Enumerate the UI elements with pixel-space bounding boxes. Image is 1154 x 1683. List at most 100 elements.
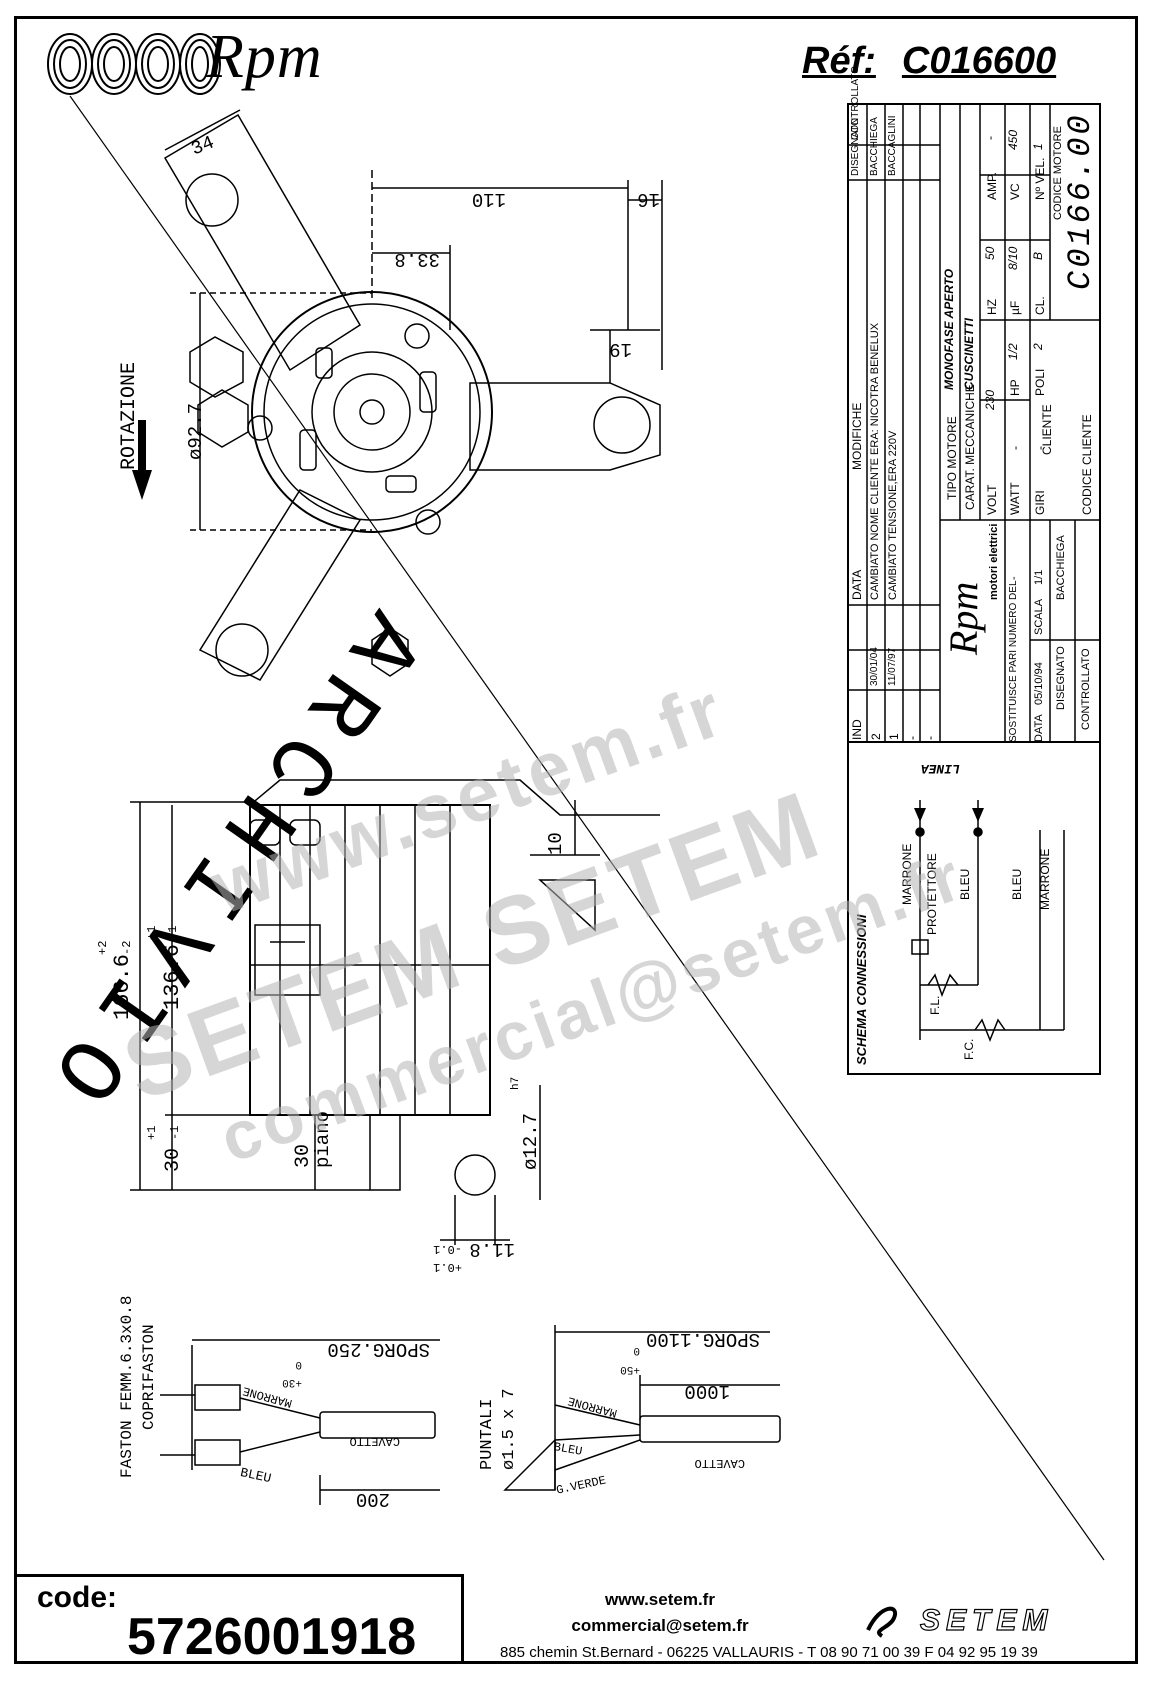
rev1-date: 11/07/97 xyxy=(887,647,898,686)
dim-30-tol-minus: -1 xyxy=(168,1125,182,1140)
dim-shaft: ø12.7 xyxy=(520,1112,542,1170)
contact-email[interactable]: commercial@setem.fr xyxy=(571,1616,749,1635)
data-val: 05/10/94 xyxy=(1033,662,1045,705)
dim-30-tol-plus: +1 xyxy=(145,1125,159,1140)
codice-cliente-label: CODICE CLIENTE xyxy=(1080,414,1094,515)
vc: 450 xyxy=(1006,129,1020,150)
codice-motore: C0166.00 xyxy=(1062,112,1099,290)
schema-marrone-2: MARRONE xyxy=(1038,848,1052,910)
disegnato-label: DISEGNATO xyxy=(1055,646,1067,710)
dim-19: 19 xyxy=(609,338,632,360)
rev2-text: CAMBIATO NOME CLIENTE ERA: NICOTRA BENEL… xyxy=(869,322,881,600)
nvel: 1 xyxy=(1031,143,1045,150)
contact-web[interactable]: www.setem.fr xyxy=(605,1590,715,1609)
poli: 2 xyxy=(1031,343,1045,350)
sporg-1100-tol: +50 xyxy=(620,1363,640,1375)
sporg-250-zero: 0 xyxy=(295,1358,302,1370)
setem-logo-text: SETEM xyxy=(920,1604,1053,1637)
address-line: 885 chemin St.Bernard - 06225 VALLAURIS … xyxy=(500,1644,1038,1661)
hz: 50 xyxy=(983,246,997,260)
poli-label: POLI xyxy=(1033,368,1047,396)
dim-33-8: 33.8 xyxy=(394,248,440,270)
rev0-ind: - xyxy=(905,736,919,740)
data-label: DATA xyxy=(1033,714,1045,742)
rev2-ind: 2 xyxy=(869,733,883,740)
sporg-1100: SPORG.1100 xyxy=(645,1328,760,1350)
rev-blank: - xyxy=(923,736,937,740)
watt-label: WATT xyxy=(1008,482,1022,515)
schema-bleu-2: BLEU xyxy=(1010,868,1024,900)
uf-label: µF xyxy=(1008,300,1022,315)
cliente-label: CLIENTE xyxy=(1040,404,1054,455)
hz-label: HZ xyxy=(985,299,999,315)
contact-block: www.setem.fr commercial@setem.fr xyxy=(540,1590,780,1636)
rev1-ind: 1 xyxy=(887,733,901,740)
tb-hdr-ctrl: CONTROLLATO xyxy=(850,65,861,140)
hp: 1/2 xyxy=(1006,343,1020,360)
brand-name: Rpm xyxy=(206,23,323,91)
rev1-sign: BACCAGLINI xyxy=(887,115,898,176)
dim-11-8: 11.8 xyxy=(469,1238,515,1260)
cl: B xyxy=(1031,251,1045,260)
vc-label: VC xyxy=(1008,183,1022,200)
schema-fc: F.C. xyxy=(962,1038,976,1060)
code-value: 5726001918 xyxy=(127,1608,417,1666)
disegnato-val: BACCHIEGA xyxy=(1055,535,1067,600)
faston-title: FASTON FEMM.6.3x0.8 xyxy=(118,1295,136,1478)
sporg-250: SPORG.250 xyxy=(327,1338,430,1360)
dim-30: 30 xyxy=(162,1147,185,1172)
tb-hdr-ind: IND xyxy=(850,719,864,740)
left-length: 200 xyxy=(355,1488,390,1510)
sostituisce-val: - xyxy=(1008,576,1020,580)
nvel-label: Nº VEL. xyxy=(1033,157,1047,200)
sporg-250-tol: +30 xyxy=(282,1376,302,1388)
amp: - xyxy=(983,136,997,140)
watt: - xyxy=(1008,446,1022,450)
dim-diameter: ø92.7 xyxy=(185,402,207,460)
dim-11-8-tol-minus: -0.1 xyxy=(433,1242,462,1256)
code-box: code: 5726001918 xyxy=(14,1574,464,1666)
carat-label: CARAT. MECCANICHE xyxy=(963,384,977,510)
tipo-motore-label: TIPO MOTORE xyxy=(945,416,959,500)
left-cavetto: CAVETTO xyxy=(349,1434,400,1448)
giri-label: GIRI xyxy=(1033,490,1047,515)
ref-label: Réf: xyxy=(802,40,876,82)
dim-16: 16 xyxy=(637,188,660,210)
sostituisce-label: SOSTITUISCE PARI NUMERO DEL xyxy=(1008,580,1019,742)
tb-hdr-data: DATA xyxy=(850,569,864,600)
schema-fl: F.L. xyxy=(928,995,942,1015)
rev2-date: 30/01/04 xyxy=(869,647,880,686)
ref-value: C016600 xyxy=(901,40,1057,82)
puntali-size: ø1.5 x 7 xyxy=(500,1388,519,1470)
controllato-label: CONTROLLATO xyxy=(1080,648,1092,731)
dim-10: 10 xyxy=(545,832,567,855)
drawing-sheet xyxy=(14,16,1138,1664)
carat: CUSCINETTI xyxy=(962,318,976,390)
sporg-1100-zero: 0 xyxy=(633,1344,640,1356)
linea-label: LINEA xyxy=(920,761,960,776)
dim-shaft-tol: h7 xyxy=(510,1076,522,1090)
coprifaston-title: COPRIFASTON xyxy=(140,1324,158,1430)
code-label: code: xyxy=(37,1581,118,1614)
dim-110: 110 xyxy=(471,188,506,210)
puntali-title: PUNTALI xyxy=(478,1398,497,1470)
company-sub: motori elettrici xyxy=(988,523,1000,600)
amp-label: AMP. xyxy=(985,172,999,200)
volt-label: VOLT xyxy=(985,484,999,515)
uf: 8/10 xyxy=(1006,246,1020,270)
setem-logo: SETEM xyxy=(866,1603,1053,1638)
rpm-logo xyxy=(47,33,221,95)
scala-label: SCALA xyxy=(1033,598,1045,635)
rotation-label: ROTAZIONE xyxy=(118,361,141,470)
cl-label: CL. xyxy=(1033,296,1047,315)
rev1-text: CAMBIATO TENSIONE,ERA 220V xyxy=(887,430,899,600)
reference: Réf: C016600 xyxy=(802,40,1056,83)
right-cavetto: CAVETTO xyxy=(694,1456,745,1470)
scala-val: 1/1 xyxy=(1033,569,1045,585)
tb-hdr-modifiche: MODIFICHE xyxy=(850,402,864,470)
volt: 230 xyxy=(983,389,997,410)
hp-label: HP xyxy=(1008,379,1022,396)
company-name: Rpm xyxy=(941,581,986,655)
rev2-sign: BACCHIEGA xyxy=(869,117,880,176)
